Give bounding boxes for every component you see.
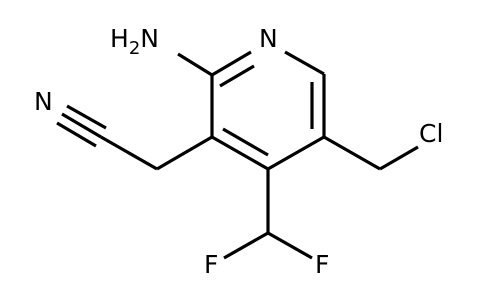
fluorine-right-label: F <box>315 250 329 279</box>
amine-nitrogen-label: N <box>140 24 159 53</box>
amine-label: H2N <box>110 24 159 59</box>
ring-nitrogen-label: N <box>259 24 278 53</box>
amine-subscript-label: 2 <box>129 38 140 59</box>
bond-c5-c4 <box>267 135 325 171</box>
bond-c2-n1-double <box>219 64 255 88</box>
bond-ch2-cn <box>100 135 158 171</box>
bond-c5-ch2 <box>323 135 381 171</box>
bond-cn-triple-upper <box>66 104 107 130</box>
fluorine-left-label: F <box>204 250 218 279</box>
bond-chf2-f-left <box>223 231 269 260</box>
bonds <box>56 50 419 260</box>
bond-ch2-cl <box>379 145 419 171</box>
nitrile-nitrogen-label: N <box>34 87 53 116</box>
bond-c4-c3 <box>211 135 269 171</box>
bond-c4-c3-double <box>222 127 269 157</box>
bond-n1-c6 <box>284 50 325 76</box>
bond-c2-nh2 <box>177 52 213 77</box>
bond-cn-triple-lower <box>56 121 97 148</box>
bond-c2-n1 <box>211 50 252 77</box>
bond-c3-ch2 <box>156 135 213 171</box>
bond-cn-triple-center <box>61 112 102 139</box>
atom-labels: H2N N N Cl F F <box>34 24 443 279</box>
bond-chf2-f-right <box>267 231 313 260</box>
chlorine-label: Cl <box>419 119 443 148</box>
amine-hydrogen-label: H <box>110 24 129 53</box>
